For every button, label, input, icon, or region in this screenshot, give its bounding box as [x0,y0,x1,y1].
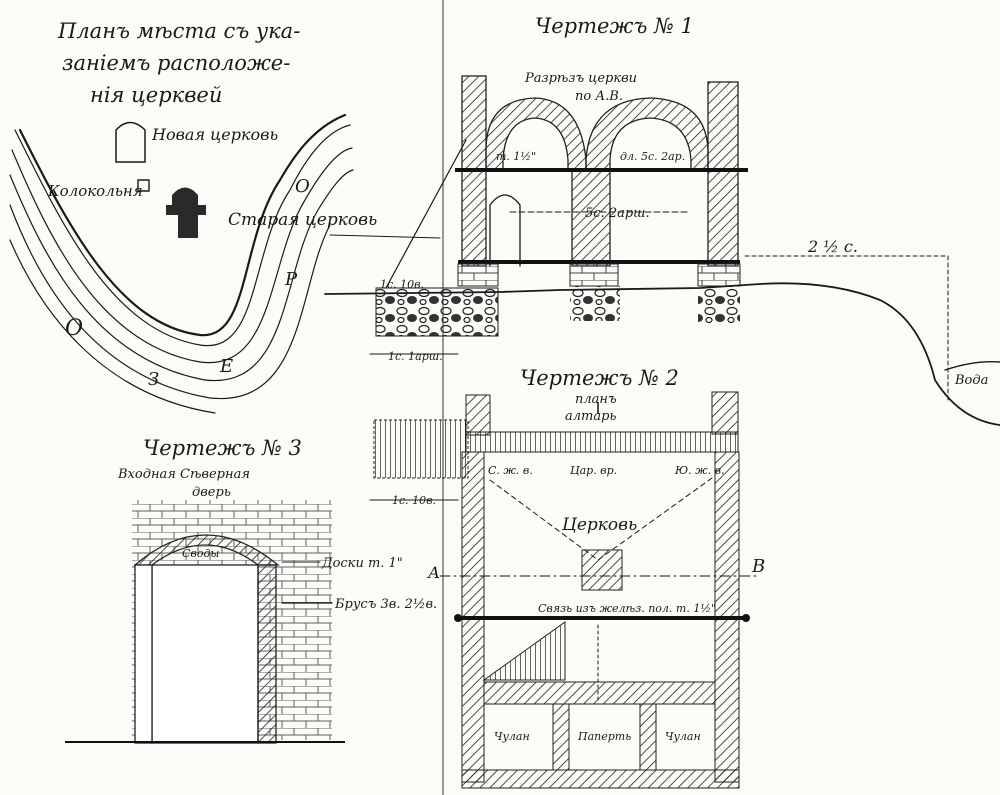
foundation-left [457,263,499,287]
section-door [489,194,521,267]
water-surface [944,360,1000,371]
new-church-label: Новая церковь [151,125,278,144]
lake-shoreline [9,113,354,414]
narthex-divider-left [552,703,570,771]
lake-letter-o: О [65,316,83,341]
bell-tower-shape [137,179,150,192]
door-opening [151,564,259,744]
drawing-3-door: Чертежъ № 3 Входная Сѣверная дверь Своды… [65,436,437,744]
stair [482,621,566,681]
drawing-2-title: Чертежъ № 2 [520,366,679,390]
drawing-2-subtitle-2: алтарь [565,409,617,424]
bell-tower-label: Колокольня [47,182,143,200]
site-plan: Планъ мѣста съ ука- занiемъ расположе- н… [9,19,441,414]
central-pillar [581,549,623,591]
height-dimension: 5с. 2арш. [585,206,650,221]
tie-beam-anchor-right [742,614,750,622]
water-label: Вода [954,373,988,388]
room-bottom-left: Чулан [494,730,530,743]
room-bottom-right: Чулан [665,730,701,743]
room-bottom-center: Паперть [577,730,631,743]
drawing-2-plan: Чертежъ № 2 планъ алтарь 1с. 10в. С. ж. … [369,366,765,789]
plan-south-wall [461,769,740,789]
room-label-left: С. ж. в. [488,464,533,477]
foundation-center [569,263,619,287]
axis-label-a: А [427,563,440,582]
foundation-dim: 1с. 1арш. [388,350,443,363]
altar-band [465,431,739,453]
arch-label: Своды [182,547,219,560]
lake-letter-r: Р [284,269,298,290]
plan-right-parapet [711,391,739,435]
old-church-label: Старая церковь [228,210,377,230]
church-label: Церковь [561,515,637,535]
drawing-2-subtitle-1: планъ [575,392,617,407]
tie-beam-label: Связь изъ желѣз. пол. m. 1½" [538,602,716,615]
plan-diagonal-lines [489,477,713,561]
slope-dimension-line [744,255,949,401]
foundation-rubble-center [570,286,620,321]
ground-line [324,282,1000,426]
tie-beam-anchor-left [454,614,462,622]
plan-title-line-3: нiя церквей [90,83,222,107]
foundation-rubble-left [375,287,499,337]
slope-dimension: 2 ½ с. [807,237,858,256]
new-church-shape [115,121,146,163]
foundation-dim-top: 1с. 10в. [380,278,424,291]
drawing-1-subtitle-2: по А.В. [575,89,623,104]
axis-label-b: В [751,556,765,577]
door-jamb-left [134,564,153,744]
drawing-1-title: Чертежъ № 1 [535,14,694,38]
plan-narthex-wall [483,681,716,705]
beam-dimension: m. 1½" [496,150,536,163]
old-church-shape [166,187,206,238]
door-jamb-right [257,564,277,744]
drawing-1-subtitle-1: Разрѣзъ церкви [524,71,637,86]
plan-title-line-2: занiемъ расположе- [62,51,290,75]
arch-dimension: дл. 5с. 2ар. [620,150,685,163]
door-arch [133,534,280,566]
foundation-right [697,263,741,287]
plan-left-parapet [465,394,491,436]
room-label-right: Ю. ж. в. [674,464,725,477]
drawing-3-subtitle-1: Входная Сѣверная [117,467,250,482]
drawing-3-subtitle-2: дверь [192,485,231,500]
lake-letter-e: Е [219,356,233,377]
section-right-wall [707,81,739,267]
drawing-3-title: Чертежъ № 3 [143,436,302,460]
plan-title-line-1: Планъ мѣста съ ука- [57,19,300,43]
callout-1: Доски т. 1" [321,556,403,571]
elevation-leader [385,139,467,289]
foundation-rubble-right [698,286,740,324]
lake-letter-o2: О [295,176,310,197]
sacristy-annex [373,419,469,479]
narthex-divider-right [639,703,657,771]
drawing-1-section: Чертежъ № 1 Разрѣзъ церкви по А.В. Вода … [324,14,1000,426]
old-church-leader [329,234,441,239]
room-label-center: Цар. вр. [570,464,617,477]
callout-2: Брусъ 3в. 2½в. [334,597,437,612]
lake-letter-z: З [148,369,159,390]
